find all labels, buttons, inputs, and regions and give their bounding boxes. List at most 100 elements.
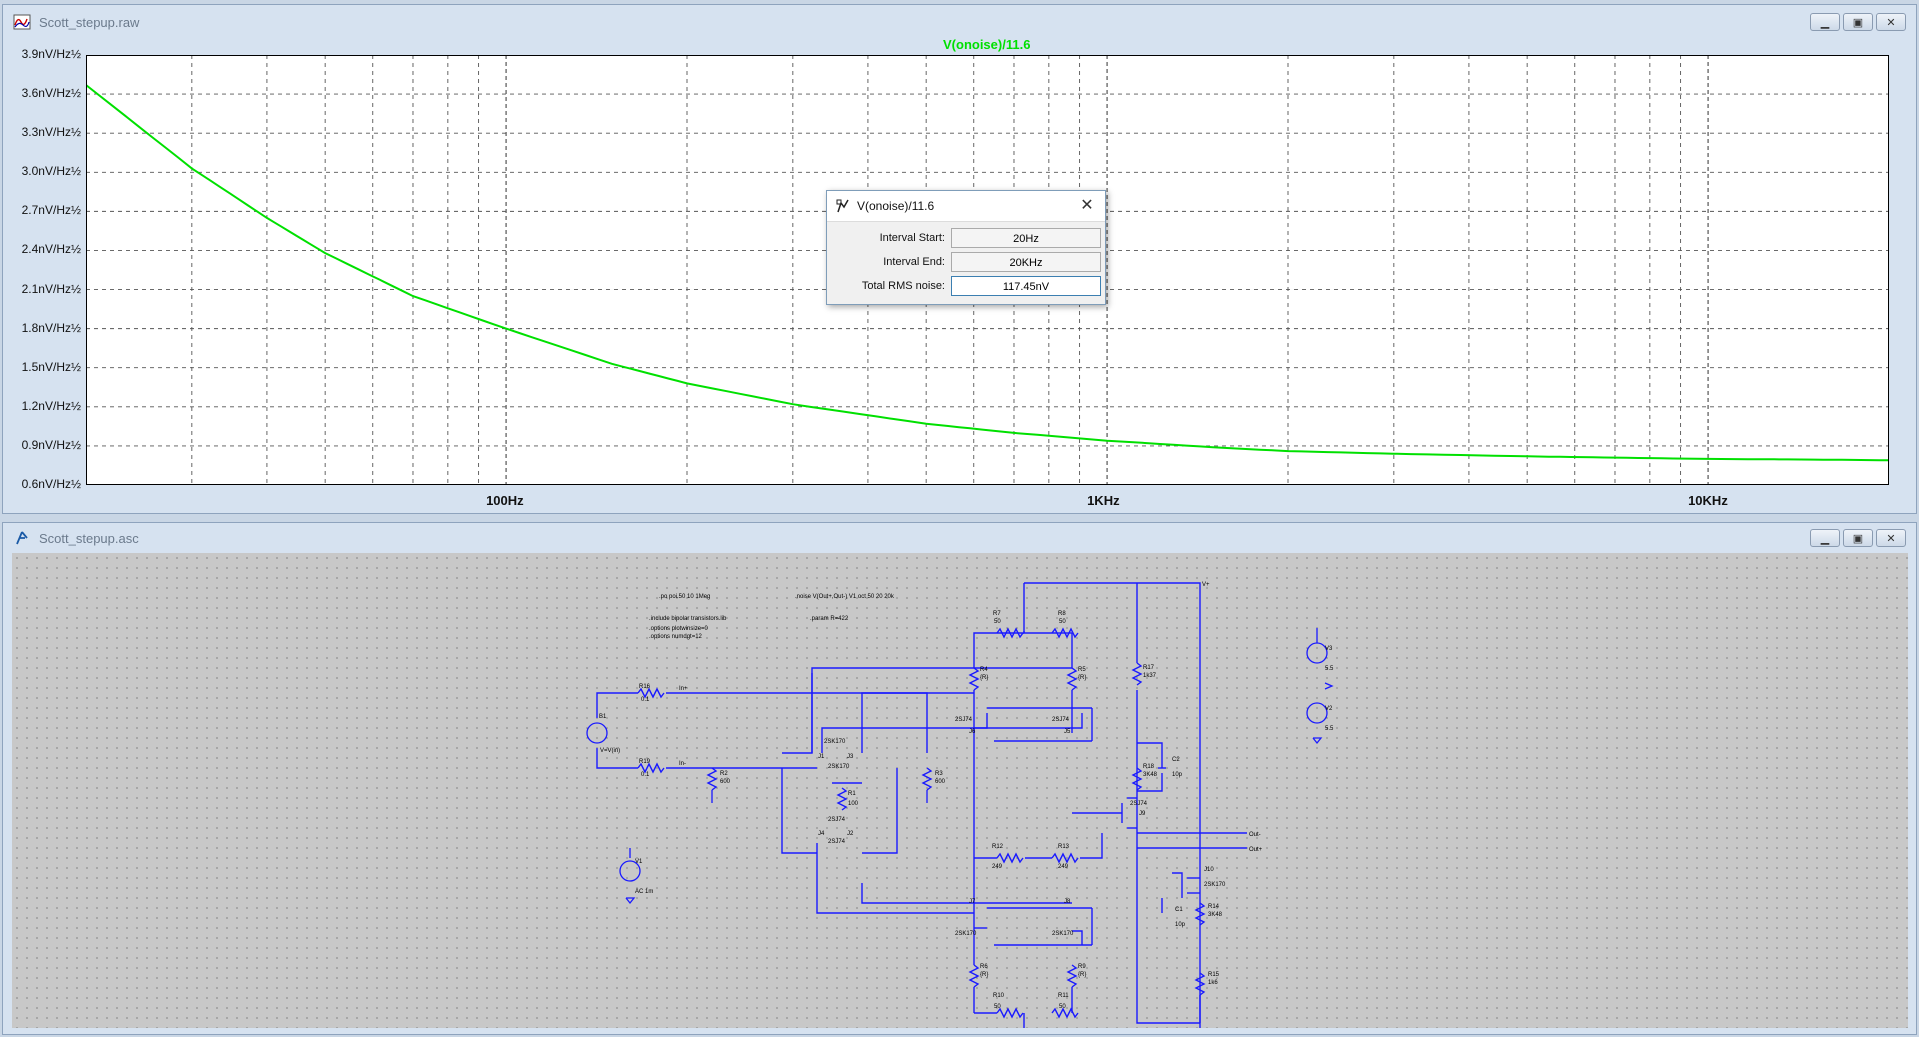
svg-text:Out+: Out+ <box>1249 847 1263 853</box>
svg-text:2SJ74: 2SJ74 <box>828 817 846 823</box>
svg-text:2SJ74: 2SJ74 <box>828 839 846 845</box>
dialog-titlebar[interactable]: V(onoise)/11.6 ✕ <box>827 191 1105 222</box>
probe-icon <box>836 199 849 213</box>
svg-text:2SJ74: 2SJ74 <box>955 717 973 723</box>
svg-text:.options numdgt=12: .options numdgt=12 <box>649 634 703 640</box>
svg-text:R6: R6 <box>980 964 988 970</box>
minimize-button[interactable]: ▁ <box>1810 529 1840 547</box>
svg-text:J7: J7 <box>969 899 976 905</box>
svg-text:600: 600 <box>720 779 731 785</box>
svg-text:R14: R14 <box>1208 904 1220 910</box>
svg-text:V=V(in): V=V(in) <box>600 748 620 754</box>
noise-trace[interactable] <box>86 84 1889 462</box>
svg-text:C1: C1 <box>1175 907 1183 913</box>
waveform-icon <box>13 14 31 30</box>
svg-text:V+: V+ <box>1202 582 1210 588</box>
svg-text:R10: R10 <box>993 993 1005 999</box>
svg-text:.po poi.50 10 1Meg: .po poi.50 10 1Meg <box>659 594 710 600</box>
svg-text:2SK170: 2SK170 <box>1204 882 1226 888</box>
svg-text:.noise V(Out+,Out-) V1 oct 50: .noise V(Out+,Out-) V1 oct 50 20 20k <box>795 594 895 600</box>
svg-text:J1: J1 <box>818 754 825 760</box>
svg-text:1k37: 1k37 <box>1143 673 1157 679</box>
interval-end-field[interactable]: 20KHz <box>951 252 1101 272</box>
svg-text:50: 50 <box>994 619 1001 625</box>
schematic-window: Scott_stepup.asc ▁ ▣ ✕ <box>2 522 1917 1035</box>
svg-text:R13: R13 <box>1058 844 1070 850</box>
total-rms-label: Total RMS noise: <box>861 280 945 292</box>
svg-text:AC 1m: AC 1m <box>635 889 653 895</box>
svg-text:5.5: 5.5 <box>1325 726 1334 732</box>
plot-window-controls: ▁ ▣ ✕ <box>1810 13 1906 31</box>
svg-text:V3: V3 <box>1325 646 1333 652</box>
svg-text:249: 249 <box>1058 864 1069 870</box>
schematic-window-controls: ▁ ▣ ✕ <box>1810 529 1906 547</box>
y-tick-label: 2.4nV/Hz½ <box>21 242 81 257</box>
y-tick-label: 3.3nV/Hz½ <box>21 125 81 140</box>
svg-text:V2: V2 <box>1325 706 1333 712</box>
svg-text:R2: R2 <box>720 771 728 777</box>
svg-text:1k6: 1k6 <box>1208 980 1218 986</box>
svg-text:5.5: 5.5 <box>1325 666 1334 672</box>
svg-text:.options plotwinsize=0: .options plotwinsize=0 <box>649 626 709 632</box>
svg-text:Out-: Out- <box>1249 832 1261 838</box>
close-button[interactable]: ✕ <box>1876 529 1906 547</box>
svg-text:3K48: 3K48 <box>1208 912 1223 918</box>
dialog-title: V(onoise)/11.6 <box>857 199 935 213</box>
trace-title[interactable]: V(onoise)/11.6 <box>943 37 1031 52</box>
y-tick-label: 3.6nV/Hz½ <box>21 86 81 101</box>
svg-text:2SK170: 2SK170 <box>824 739 846 745</box>
dialog-close-icon[interactable]: ✕ <box>1080 197 1094 214</box>
svg-text:50: 50 <box>1059 619 1066 625</box>
svg-text:In-: In- <box>679 761 686 767</box>
svg-text:R11: R11 <box>1058 993 1069 999</box>
svg-text:{R}: {R} <box>980 972 988 978</box>
svg-text:J3: J3 <box>847 754 854 760</box>
svg-text:R7: R7 <box>993 611 1001 617</box>
svg-text:2SJ74: 2SJ74 <box>1052 717 1070 723</box>
svg-text:{R}: {R} <box>980 675 988 681</box>
y-tick-label: 3.9nV/Hz½ <box>21 47 81 61</box>
interval-start-label: Interval Start: <box>879 232 945 244</box>
maximize-button[interactable]: ▣ <box>1843 529 1873 547</box>
svg-text:R8: R8 <box>1058 611 1066 617</box>
total-rms-field[interactable]: 117.45nV <box>951 276 1101 296</box>
interval-end-row: Interval End: 20KHz <box>827 252 1105 274</box>
svg-text:0.1: 0.1 <box>641 697 650 703</box>
y-tick-label: 2.1nV/Hz½ <box>21 281 81 296</box>
plot-window-titlebar[interactable]: Scott_stepup.raw <box>3 5 1916 39</box>
svg-text:2SK170: 2SK170 <box>828 764 850 770</box>
total-rms-row: Total RMS noise: 117.45nV <box>827 276 1105 298</box>
svg-text:R17: R17 <box>1143 665 1155 671</box>
y-tick-label: 3.0nV/Hz½ <box>21 164 81 179</box>
svg-text:50: 50 <box>1059 1004 1066 1010</box>
x-tick-label: 10KHz <box>1688 493 1728 508</box>
svg-text:3K48: 3K48 <box>1143 772 1158 778</box>
svg-text:{R}: {R} <box>1078 972 1086 978</box>
svg-text:J10: J10 <box>1204 867 1214 873</box>
svg-text:0.1: 0.1 <box>641 772 650 778</box>
svg-text:J4: J4 <box>818 831 825 837</box>
close-button[interactable]: ✕ <box>1876 13 1906 31</box>
svg-text:2SJ74: 2SJ74 <box>1130 801 1148 807</box>
schematic-window-titlebar[interactable]: Scott_stepup.asc <box>3 523 1916 553</box>
svg-text:J9: J9 <box>1139 811 1146 817</box>
svg-text:{R}: {R} <box>1078 675 1086 681</box>
minimize-button[interactable]: ▁ <box>1810 13 1840 31</box>
schematic-canvas[interactable]: .po poi.50 10 1Meg .include bipolar tran… <box>12 553 1908 1028</box>
svg-text:600: 600 <box>935 779 946 785</box>
svg-text:J8: J8 <box>1064 899 1071 905</box>
x-tick-label: 1KHz <box>1087 493 1120 508</box>
noise-integration-dialog: V(onoise)/11.6 ✕ Interval Start: 20Hz In… <box>826 190 1106 305</box>
svg-text:10p: 10p <box>1175 922 1186 928</box>
svg-text:R4: R4 <box>980 667 988 673</box>
y-tick-label: 2.7nV/Hz½ <box>21 203 81 218</box>
interval-end-label: Interval End: <box>883 256 945 268</box>
maximize-button[interactable]: ▣ <box>1843 13 1873 31</box>
y-tick-label: 0.9nV/Hz½ <box>21 437 81 452</box>
svg-text:R15: R15 <box>1208 972 1220 978</box>
interval-start-field[interactable]: 20Hz <box>951 228 1101 248</box>
svg-text:2SK170: 2SK170 <box>1052 931 1074 937</box>
svg-text:R1: R1 <box>848 791 856 797</box>
svg-text:R18: R18 <box>1143 764 1155 770</box>
plot-window-title: Scott_stepup.raw <box>39 14 140 30</box>
